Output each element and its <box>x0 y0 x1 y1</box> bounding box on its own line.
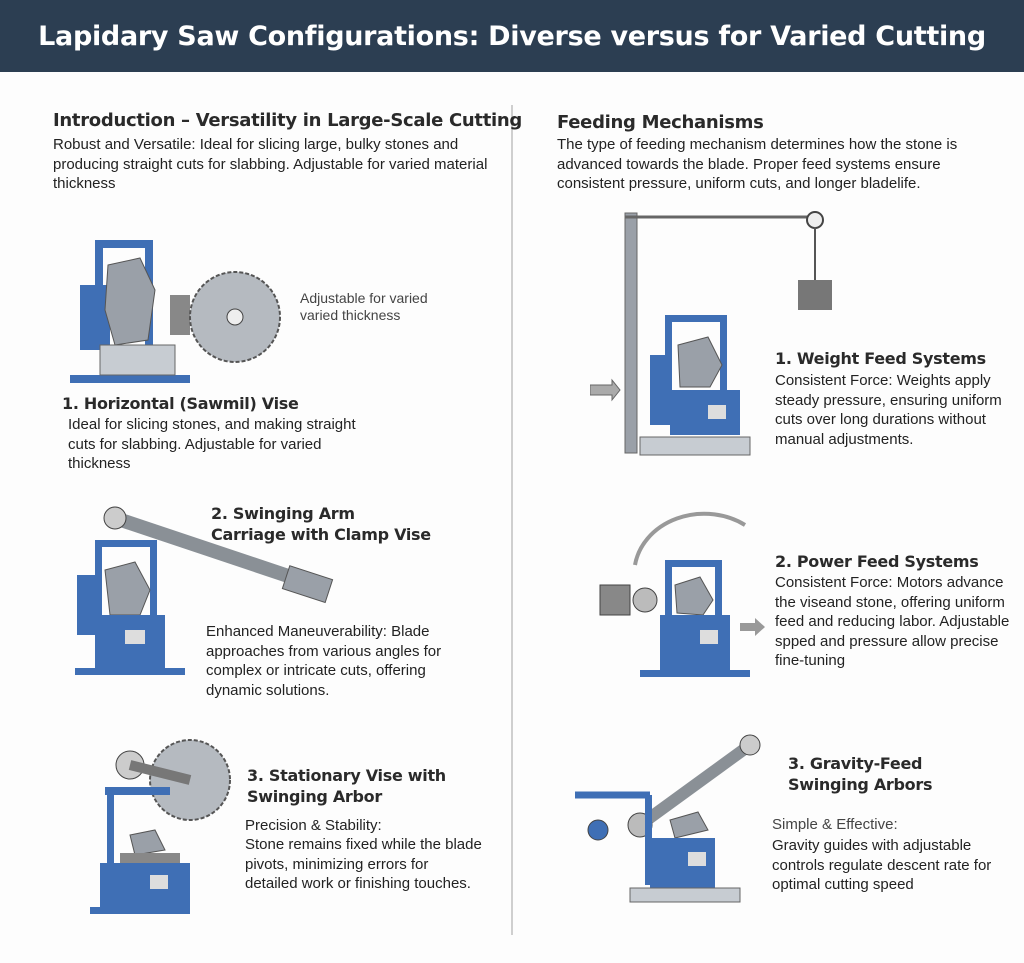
section-body-horizontal-vise: Ideal for slicing stones, and making str… <box>68 416 356 472</box>
section-body-swinging-arm: Enhanced Maneuverability: Blade approach… <box>206 623 442 699</box>
weight-feed-illustration <box>590 211 832 456</box>
section-subtitle-gravity-feed: Simple & Effective: <box>772 816 898 833</box>
gravity-feed-illustration <box>575 734 761 903</box>
header-bar: Lapidary Saw Configurations: Diverse ver… <box>0 0 1024 72</box>
feeding-title: Feeding Mechanisms <box>557 112 764 133</box>
section-title-swinging-arm: 2. Swinging Arm Carriage with Clamp Vise <box>211 504 431 544</box>
horizontal-vise-illustration <box>70 240 281 383</box>
section-title-weight-feed: 1. Weight Feed Systems <box>775 349 986 368</box>
section-body-weight-feed: Consistent Force: Weights apply steady p… <box>775 372 1002 448</box>
page-title: Lapidary Saw Configurations: Diverse ver… <box>38 20 986 52</box>
section-body-gravity-feed: Gravity guides with adjustable controls … <box>772 837 992 893</box>
intro-body: Robust and Versatile: Ideal for slicing … <box>53 136 488 192</box>
section-title-horizontal-vise: 1. Horizontal (Sawmil) Vise <box>62 394 299 413</box>
section-title-gravity-feed: 3. Gravity-Feed Swinging Arbors <box>788 754 933 794</box>
feeding-body: The type of feeding mechanism determines… <box>557 136 958 192</box>
section-subtitle-stationary-vise: Precision & Stability: <box>245 817 382 834</box>
stationary-vise-illustration <box>90 739 231 914</box>
intro-title: Introduction – Versatility in Large-Scal… <box>53 110 522 131</box>
column-divider <box>511 105 513 935</box>
section-title-power-feed: 2. Power Feed Systems <box>775 552 979 571</box>
power-feed-illustration <box>599 511 765 677</box>
thickness-callout: Adjustable for varied varied thickness <box>300 290 428 323</box>
section-title-stationary-vise: 3. Stationary Vise with Swinging Arbor <box>247 766 446 806</box>
section-body-power-feed: Consistent Force: Motors advance the vis… <box>775 574 1010 669</box>
swinging-arm-illustration <box>75 506 334 675</box>
section-body-stationary-vise: Stone remains fixed while the blade pivo… <box>245 836 482 892</box>
